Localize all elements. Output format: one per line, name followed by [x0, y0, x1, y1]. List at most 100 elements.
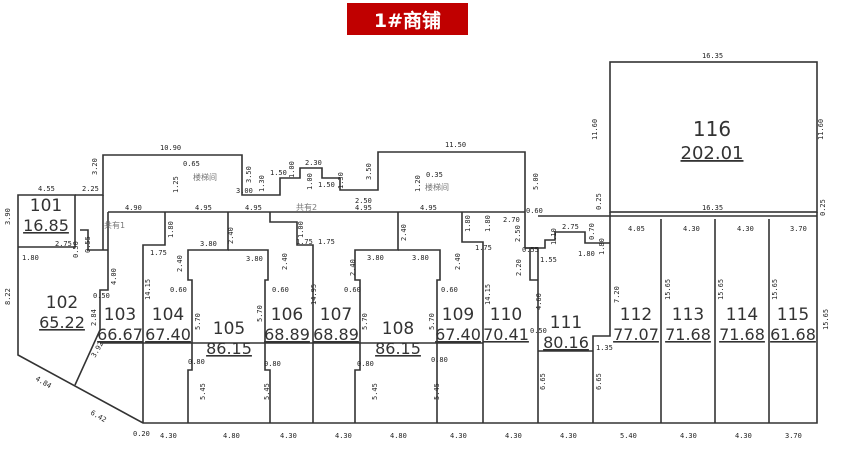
dimension-label: 4.80	[223, 432, 240, 440]
dimension-label: 11.60	[591, 119, 599, 140]
dimension-label: 2.40	[281, 253, 289, 270]
dimension-label: 1.25	[172, 176, 180, 193]
dimension-label: 5.00	[532, 173, 540, 190]
dimension-label: 3.50	[365, 163, 373, 180]
unit-number: 113	[672, 305, 704, 325]
dimension-label: 11.60	[817, 119, 825, 140]
walls	[17, 61, 818, 424]
dimension-label: 3.70	[785, 432, 802, 440]
dimension-label: 2.70	[503, 216, 520, 224]
dimension-label: 1.00	[288, 161, 296, 178]
dimension-label: 0.25	[595, 193, 603, 210]
unit-area: 71.68	[719, 325, 765, 344]
dimension-label: 0.55	[84, 236, 92, 253]
dimension-label: 2.25	[82, 185, 99, 193]
dimension-label: 4.95	[420, 204, 437, 212]
dimension-label: 2.20	[515, 259, 523, 276]
dimension-label: 15.65	[717, 279, 725, 300]
unit-number: 108	[382, 319, 414, 339]
unit-area: 86.15	[206, 339, 252, 358]
dimension-label: 0.80	[264, 360, 281, 368]
dimension-label: 1.80	[598, 238, 606, 255]
dimension-label: 4.30	[735, 432, 752, 440]
unit-number: 102	[46, 293, 78, 313]
unit-number: 109	[442, 305, 474, 325]
dimension-label: 4.05	[628, 225, 645, 233]
dimension-label: 5.70	[194, 313, 202, 330]
dimension-label: 0.60	[441, 286, 458, 294]
dimension-label: 3.00	[236, 187, 253, 195]
dimension-label: 1.35	[596, 344, 613, 352]
dimension-label: 14.15	[144, 279, 152, 300]
unit-area: 66.67	[97, 325, 143, 344]
dimension-label: 5.45	[433, 383, 441, 400]
unit-area: 67.40	[435, 325, 481, 344]
dimension-label: 4.30	[335, 432, 352, 440]
dimension-label: 1.75	[150, 249, 167, 257]
shared-area-label: 共有2	[296, 202, 317, 212]
dimension-label: 8.22	[4, 288, 12, 305]
dimension-label: 0.50	[72, 241, 80, 258]
dimension-label: 6.65	[595, 373, 603, 390]
dimension-label: 1.20	[414, 175, 422, 192]
dimension-label: 0.65	[183, 160, 200, 168]
shared-area-label: 共有1	[104, 220, 125, 230]
dimension-label: 0.60	[272, 286, 289, 294]
dimension-label: 4.80	[390, 432, 407, 440]
dimension-label: 0.60	[170, 286, 187, 294]
dimension-label: 4.30	[450, 432, 467, 440]
dimension-label: 1.80	[167, 221, 175, 238]
dimension-label: 0.20	[133, 430, 150, 438]
dimension-label: 0.55	[522, 246, 539, 254]
dimension-label: 1.00	[297, 221, 305, 238]
dimension-label: 2.75	[562, 223, 579, 231]
dimension-label: 4.90	[125, 204, 142, 212]
dimension-label: 4.55	[38, 185, 55, 193]
dimension-label: 1.80	[464, 215, 472, 232]
dimension-label: 15.65	[771, 279, 779, 300]
dimension-label: 2.40	[454, 253, 462, 270]
unit-number: 115	[777, 305, 809, 325]
dimension-label: 3.80	[367, 254, 384, 262]
dimension-label: 5.45	[263, 383, 271, 400]
unit-number: 110	[490, 305, 522, 325]
dimension-label: 0.80	[188, 358, 205, 366]
dimension-label: 1.30	[337, 172, 345, 189]
dimension-label: 1.50	[318, 181, 335, 189]
dimension-label: 3.80	[246, 255, 263, 263]
dimension-label: 5.45	[371, 383, 379, 400]
shared-area-label: 楼梯间	[193, 172, 217, 182]
unit-area: 65.22	[39, 313, 85, 332]
dimension-label: 2.40	[176, 255, 184, 272]
shared-area-label: 楼梯间	[425, 182, 449, 192]
dimension-label: 2.50	[514, 225, 522, 242]
dimension-label: 4.30	[680, 432, 697, 440]
dimension-label: 0.60	[526, 207, 543, 215]
dimension-label: 15.65	[822, 309, 830, 330]
dimension-label: 14.15	[484, 284, 492, 305]
unit-number: 116	[693, 117, 731, 141]
dimension-label: 14.95	[310, 284, 318, 305]
dimension-label: 3.80	[200, 240, 217, 248]
unit-number: 112	[620, 305, 652, 325]
dimension-label: 4.00	[110, 268, 118, 285]
unit-number: 106	[271, 305, 303, 325]
dimension-label: 1.10	[550, 228, 558, 245]
dimension-label: 2.30	[305, 159, 322, 167]
dimension-label: 0.60	[344, 286, 361, 294]
dimension-label: 4.30	[737, 225, 754, 233]
dimension-label: 4.95	[195, 204, 212, 212]
unit-area: 70.41	[483, 325, 529, 344]
dimension-label: 2.84	[90, 309, 98, 326]
dimension-label: 5.45	[199, 383, 207, 400]
dimension-label: 1.00	[306, 173, 314, 190]
dimension-label: 6.42	[89, 409, 108, 424]
dimension-label: 2.75	[55, 240, 72, 248]
unit-area: 71.68	[665, 325, 711, 344]
dimension-label: 3.90	[4, 208, 12, 225]
unit-area: 67.40	[145, 325, 191, 344]
dimension-label: 1.75	[318, 238, 335, 246]
dimension-label: 0.35	[426, 171, 443, 179]
